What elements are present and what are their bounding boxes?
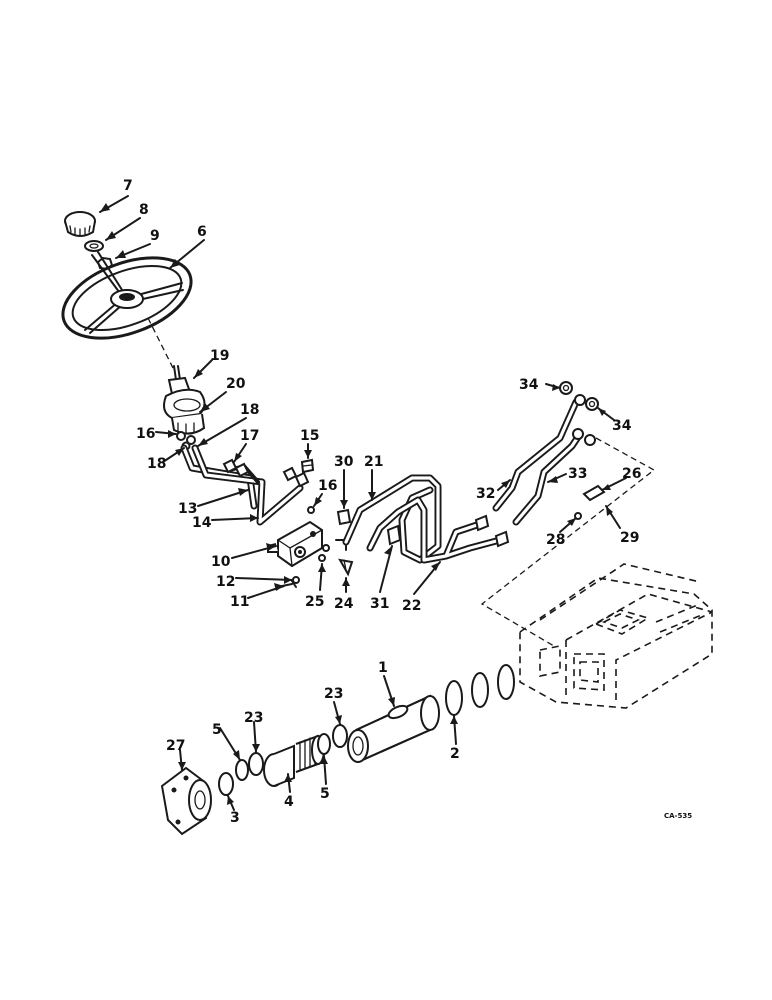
callout-8: 8 bbox=[139, 202, 149, 218]
callout-34a: 34 bbox=[519, 377, 539, 393]
valve-block bbox=[267, 520, 323, 568]
callout-4: 4 bbox=[284, 794, 294, 810]
ring-23a bbox=[248, 752, 264, 776]
cover-plate-27 bbox=[160, 766, 212, 836]
o-ring-25b bbox=[322, 544, 330, 552]
washer-34b-inner bbox=[588, 400, 596, 408]
callout-2: 2 bbox=[450, 746, 460, 762]
seal-washer-inner bbox=[89, 243, 99, 249]
ring-23b bbox=[332, 724, 348, 748]
callout-9: 9 bbox=[150, 228, 160, 244]
clip-31 bbox=[386, 524, 402, 546]
callout-16b: 16 bbox=[318, 478, 337, 494]
tube-33 bbox=[512, 430, 584, 526]
callout-3: 3 bbox=[230, 810, 240, 826]
callout-22: 22 bbox=[402, 598, 421, 614]
callout-19: 19 bbox=[210, 348, 229, 364]
ring-2b bbox=[471, 672, 489, 708]
tube-21 bbox=[342, 474, 442, 564]
callout-14: 14 bbox=[192, 515, 212, 531]
bracket-26 bbox=[582, 484, 606, 502]
callout-32: 32 bbox=[476, 486, 495, 502]
callout-6: 6 bbox=[197, 224, 207, 240]
callout-28: 28 bbox=[546, 532, 565, 548]
clip-30 bbox=[336, 508, 352, 526]
fitting-15 bbox=[300, 458, 315, 474]
callout-15: 15 bbox=[300, 428, 319, 444]
callout-27: 27 bbox=[166, 738, 185, 754]
callout-23b: 23 bbox=[244, 710, 263, 726]
callout-7: 7 bbox=[123, 178, 133, 194]
drawing-code: CA-535 bbox=[664, 812, 692, 820]
seal-washer bbox=[84, 240, 104, 252]
tee-fitting-24 bbox=[338, 558, 354, 577]
callout-23a: 23 bbox=[324, 686, 343, 702]
piston-4 bbox=[263, 734, 325, 787]
ring-2a bbox=[445, 680, 463, 716]
callout-18b: 18 bbox=[240, 402, 259, 418]
fitting-33-top bbox=[572, 428, 584, 440]
callout-24: 24 bbox=[334, 596, 354, 612]
washer-34a-inner bbox=[562, 384, 570, 392]
o-ring-16 bbox=[307, 506, 315, 514]
callout-26: 26 bbox=[622, 466, 641, 482]
hand-pump bbox=[163, 365, 206, 435]
horn-cap bbox=[64, 211, 96, 237]
o-ring-3 bbox=[218, 772, 234, 796]
callout-34b: 34 bbox=[612, 418, 632, 434]
callout-25: 25 bbox=[305, 594, 324, 610]
tube-fittings bbox=[222, 458, 310, 488]
callout-5b: 5 bbox=[320, 786, 330, 802]
callout-18a: 18 bbox=[147, 456, 166, 472]
banjo-fitting bbox=[574, 394, 586, 406]
callout-17: 17 bbox=[240, 428, 259, 444]
callout-labels: 7 8 9 6 19 20 16 18 17 18 15 16 13 14 10… bbox=[123, 178, 692, 826]
ring-2c bbox=[497, 664, 515, 700]
axle-housing bbox=[519, 563, 713, 709]
callout-29: 29 bbox=[620, 530, 639, 546]
callout-5a: 5 bbox=[212, 722, 222, 738]
o-ring-5a bbox=[235, 759, 249, 781]
callout-33: 33 bbox=[568, 466, 587, 482]
callout-31: 31 bbox=[370, 596, 389, 612]
callout-11: 11 bbox=[230, 594, 249, 610]
tube-32 bbox=[492, 398, 580, 512]
callout-30: 30 bbox=[334, 454, 354, 470]
washer-34b bbox=[585, 397, 599, 411]
callout-10: 10 bbox=[211, 554, 231, 570]
tube-22 bbox=[366, 496, 504, 564]
callout-21: 21 bbox=[364, 454, 383, 470]
washer-34a bbox=[559, 381, 573, 395]
steering-wheel bbox=[61, 251, 193, 340]
tube-end-fitting-2 bbox=[474, 514, 490, 532]
callout-20: 20 bbox=[226, 376, 246, 392]
leader-lines bbox=[99, 195, 627, 811]
reference-line-29 bbox=[480, 437, 656, 647]
o-ring-5b bbox=[317, 733, 331, 755]
fitting-33-ring bbox=[584, 434, 596, 446]
tube-end-fitting bbox=[494, 530, 510, 548]
callout-13: 13 bbox=[178, 501, 197, 517]
callout-16a: 16 bbox=[136, 426, 155, 442]
o-ring-25 bbox=[318, 554, 326, 562]
callout-1: 1 bbox=[378, 660, 388, 676]
tube-14 bbox=[191, 444, 304, 526]
tube-13 bbox=[180, 444, 258, 510]
shaft-centerline bbox=[147, 317, 176, 373]
cylinder-1 bbox=[347, 694, 440, 763]
callout-12: 12 bbox=[216, 574, 235, 590]
